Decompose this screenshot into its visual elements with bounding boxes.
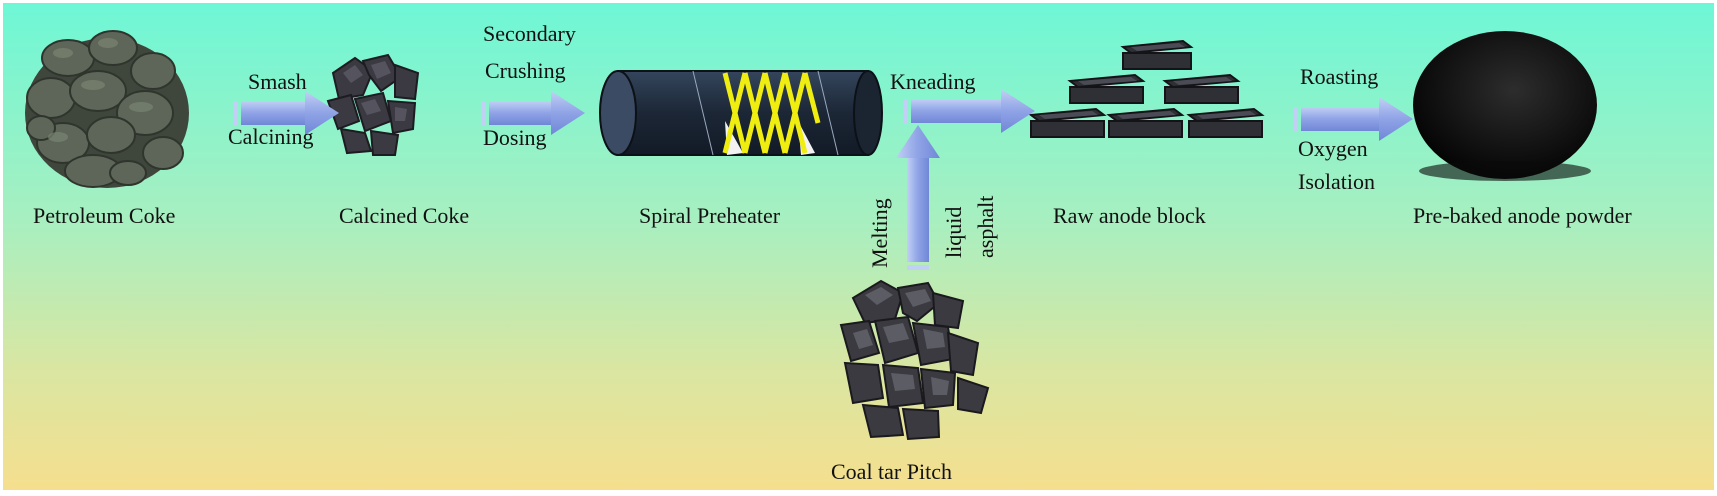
arrow-kneading [903,89,1035,133]
label-asphalt: asphalt [973,195,998,258]
label-petroleum-coke: Petroleum Coke [33,203,176,228]
petroleum-coke-image [25,30,189,188]
calcined-coke-image [326,53,420,156]
label-liquid: liquid [941,206,966,258]
label-crushing: Crushing [485,58,566,83]
label-calcined-coke: Calcined Coke [339,203,470,228]
label-secondary: Secondary [483,21,576,46]
label-kneading: Kneading [890,69,976,94]
label-prebaked-powder: Pre-baked anode powder [1413,203,1632,228]
label-oxygen: Oxygen [1298,136,1368,161]
label-coal-tar-pitch: Coal tar Pitch [831,459,952,484]
label-spiral-preheater: Spiral Preheater [639,203,781,228]
label-raw-anode-block: Raw anode block [1053,203,1206,228]
arrow-melting [896,125,940,270]
label-calcining: Calcining [228,124,314,149]
diagram-graphics [25,30,1597,441]
label-roasting: Roasting [1300,64,1379,89]
coal-tar-pitch-image [839,279,990,441]
label-smash: Smash [248,69,307,94]
arrow-smash [233,91,339,135]
label-isolation: Isolation [1298,169,1375,194]
spiral-preheater-image [599,70,883,156]
label-dosing: Dosing [483,125,547,150]
process-diagram: Petroleum Coke Calcined Coke Spiral Preh… [3,3,1714,490]
prebaked-powder-image [1413,31,1597,181]
label-melting: Melting [867,198,892,268]
arrow-roasting [1293,97,1413,141]
arrow-dosing [481,91,585,135]
raw-anode-block-image [1028,39,1265,138]
